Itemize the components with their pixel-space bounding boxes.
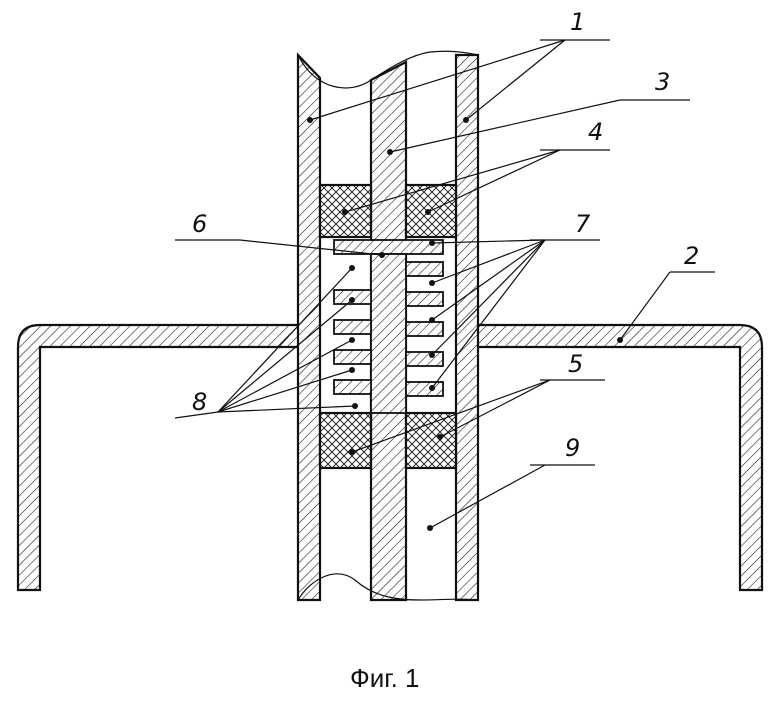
label-2: 2	[684, 242, 699, 270]
bracket-plate-right	[476, 325, 762, 590]
lower-seal-left	[320, 413, 371, 468]
lower-seal-right	[406, 413, 456, 468]
label-5: 5	[568, 350, 583, 378]
label-9: 9	[565, 434, 580, 462]
bracket-plate	[18, 325, 300, 590]
tube-wall-left	[298, 55, 320, 600]
label-4: 4	[588, 118, 603, 146]
label-7: 7	[575, 210, 591, 238]
label-3: 3	[655, 68, 670, 96]
figure-caption: Фиг. 1	[350, 663, 420, 693]
label-8: 8	[192, 388, 207, 416]
label-1: 1	[570, 8, 585, 36]
label-6: 6	[192, 210, 207, 238]
